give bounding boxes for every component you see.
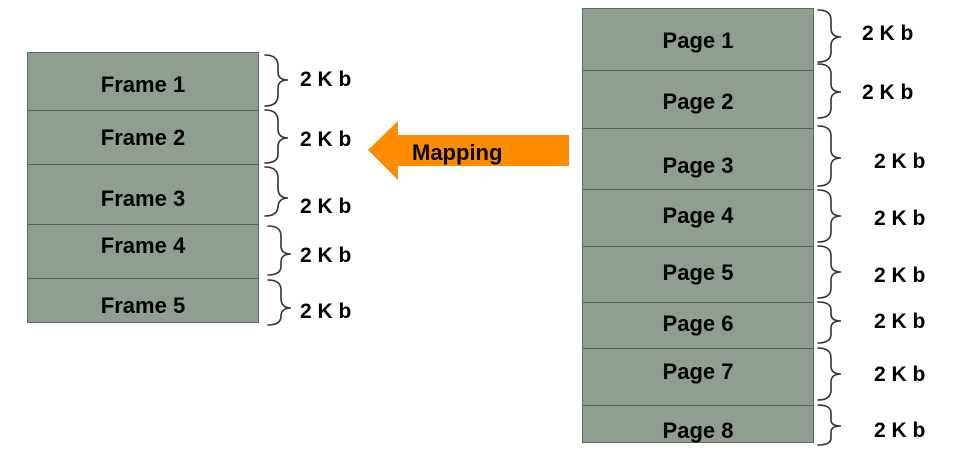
page-brace	[817, 125, 842, 187]
page-2: Page 2	[583, 70, 813, 128]
page-brace	[817, 301, 842, 344]
frame-divider	[28, 164, 258, 165]
frame-4: Frame 4	[28, 224, 258, 278]
mapping-arrow	[368, 121, 569, 180]
page-size-label: 2 K b	[874, 419, 926, 442]
page-size-label: 2 K b	[862, 22, 914, 45]
frame-brace	[264, 166, 289, 217]
frame-3: Frame 3	[28, 164, 258, 224]
page-3: Page 3	[583, 128, 813, 189]
page-brace	[817, 245, 842, 299]
page-label: Page 4	[662, 203, 734, 228]
page-brace	[817, 189, 842, 243]
frame-divider	[28, 278, 258, 279]
page-divider	[583, 70, 813, 71]
page-label: Page 6	[662, 311, 734, 336]
page-4: Page 4	[583, 189, 813, 246]
frame-brace	[267, 225, 292, 276]
frame-size-label: 2 K b	[300, 128, 352, 151]
frame-2: Frame 2	[28, 110, 258, 164]
page-size-label: 2 K b	[874, 310, 926, 333]
page-size-label: 2 K b	[874, 150, 926, 173]
frame-1: Frame 1	[28, 53, 258, 110]
frame-size-label: 2 K b	[300, 195, 352, 218]
page-size-label: 2 K b	[874, 207, 926, 230]
frame-label: Frame 1	[100, 72, 186, 97]
page-stack: Page 1 Page 2 Page 3 Page 4 Page 5 Page …	[582, 8, 814, 443]
page-6: Page 6	[583, 302, 813, 348]
page-brace	[817, 347, 842, 401]
frame-label: Frame 4	[100, 233, 186, 258]
page-size-label: 2 K b	[874, 363, 926, 386]
page-divider	[583, 405, 813, 406]
page-8: Page 8	[583, 405, 813, 444]
frame-label: Frame 3	[100, 186, 186, 211]
page-1: Page 1	[583, 9, 813, 70]
page-brace	[817, 9, 842, 63]
frame-5: Frame 5	[28, 278, 258, 324]
page-brace	[817, 63, 842, 119]
page-label: Page 8	[662, 418, 734, 443]
frame-label: Frame 5	[100, 293, 186, 318]
page-label: Page 7	[662, 359, 734, 384]
frame-label: Frame 2	[100, 125, 186, 150]
page-size-label: 2 K b	[874, 264, 926, 287]
frame-brace	[264, 109, 289, 164]
page-divider	[583, 246, 813, 247]
frame-brace	[267, 279, 292, 326]
page-label: Page 2	[662, 89, 734, 114]
page-brace	[817, 404, 842, 446]
page-label: Page 3	[662, 153, 734, 178]
frame-divider	[28, 110, 258, 111]
page-size-label: 2 K b	[862, 81, 914, 104]
frame-size-label: 2 K b	[300, 68, 352, 91]
frame-divider	[28, 224, 258, 225]
frame-size-label: 2 K b	[300, 244, 352, 267]
page-divider	[583, 128, 813, 129]
page-divider	[583, 189, 813, 190]
page-label: Page 1	[662, 28, 734, 53]
page-divider	[583, 348, 813, 349]
mapping-label: Mapping	[412, 140, 503, 165]
frame-brace	[264, 54, 289, 107]
page-7: Page 7	[583, 348, 813, 405]
page-5: Page 5	[583, 246, 813, 302]
page-divider	[583, 302, 813, 303]
page-label: Page 5	[662, 260, 734, 285]
frame-stack: Frame 1 Frame 2 Frame 3 Frame 4 Frame 5	[27, 52, 259, 323]
frame-size-label: 2 K b	[300, 300, 352, 323]
